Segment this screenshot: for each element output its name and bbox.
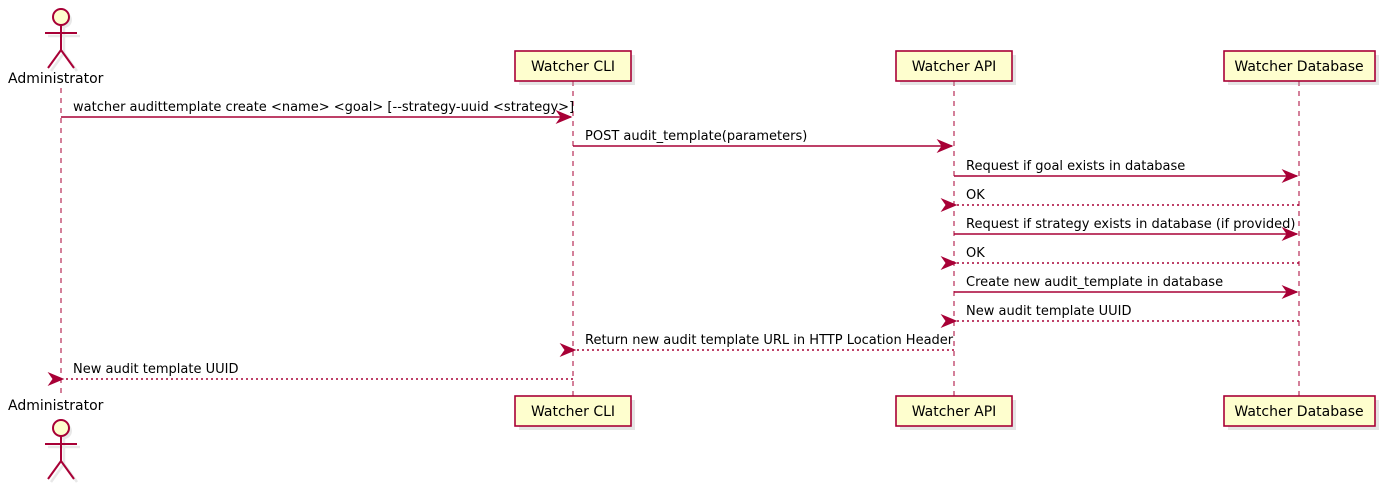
actor-leg-left <box>47 49 62 69</box>
participant-label-watcher-database: Watcher Database <box>1234 59 1363 75</box>
participant-box-watcher-cli[interactable]: Watcher CLI <box>514 50 635 85</box>
box-rect[interactable] <box>1223 50 1376 82</box>
participant-label-watcher-database: Watcher Database <box>1234 404 1363 420</box>
message-9: Return new audit template URL in HTTP Lo… <box>559 333 954 357</box>
participant-label-watcher-cli: Watcher CLI <box>531 59 615 75</box>
participant-box-watcher-api[interactable]: Watcher API <box>895 50 1016 85</box>
participant-box-watcher-api[interactable]: Watcher API <box>895 395 1016 430</box>
actor-label-administrator: Administrator <box>8 398 104 414</box>
actor-leg-right <box>60 460 75 480</box>
message-label: OK <box>966 246 985 261</box>
message-6: OK <box>940 246 1299 270</box>
message-label: Return new audit template URL in HTTP Lo… <box>585 333 954 348</box>
message-label: New audit template UUID <box>966 304 1131 319</box>
message-5: Request if strategy exists in database (… <box>954 217 1299 241</box>
messages-group: watcher audittemplate create <name> <goa… <box>47 100 1299 386</box>
message-label: OK <box>966 188 985 203</box>
message-label: New audit template UUID <box>73 362 238 377</box>
message-label: watcher audittemplate create <name> <goa… <box>73 100 574 115</box>
box-rect[interactable] <box>895 50 1013 82</box>
message-4: OK <box>940 188 1299 212</box>
participant-label-watcher-cli: Watcher CLI <box>531 404 615 420</box>
message-label: Create new audit_template in database <box>966 275 1223 290</box>
message-7: Create new audit_template in database <box>954 275 1299 299</box>
participant-box-watcher-database[interactable]: Watcher Database <box>1223 395 1379 430</box>
box-rect[interactable] <box>1223 395 1376 427</box>
actor-administrator: Administrator <box>8 8 104 87</box>
actor-leg-right <box>60 49 75 69</box>
message-10: New audit template UUID <box>47 362 573 386</box>
message-label: Request if goal exists in database <box>966 159 1185 174</box>
participant-box-watcher-database[interactable]: Watcher Database <box>1223 50 1379 85</box>
box-rect[interactable] <box>895 395 1013 427</box>
message-2: POST audit_template(parameters) <box>573 129 954 153</box>
actor-administrator: Administrator <box>8 398 104 483</box>
participant-box-watcher-cli[interactable]: Watcher CLI <box>514 395 635 430</box>
actor-label-administrator: Administrator <box>8 71 104 87</box>
participant-boxes-group: Watcher CLI Watcher CLI Watcher API Watcher… <box>514 50 1379 430</box>
actor-leg-left <box>47 460 62 480</box>
message-label: Request if strategy exists in database (… <box>966 217 1295 232</box>
participant-label-watcher-api: Watcher API <box>912 404 997 420</box>
message-3: Request if goal exists in database <box>954 159 1299 183</box>
message-label: POST audit_template(parameters) <box>585 129 807 144</box>
message-1: watcher audittemplate create <name> <goa… <box>61 100 574 124</box>
message-8: New audit template UUID <box>940 304 1299 328</box>
box-rect[interactable] <box>514 50 632 82</box>
actor-head-icon <box>52 8 70 26</box>
actor-head-icon <box>52 419 70 437</box>
box-rect[interactable] <box>514 395 632 427</box>
participant-label-watcher-api: Watcher API <box>912 59 997 75</box>
